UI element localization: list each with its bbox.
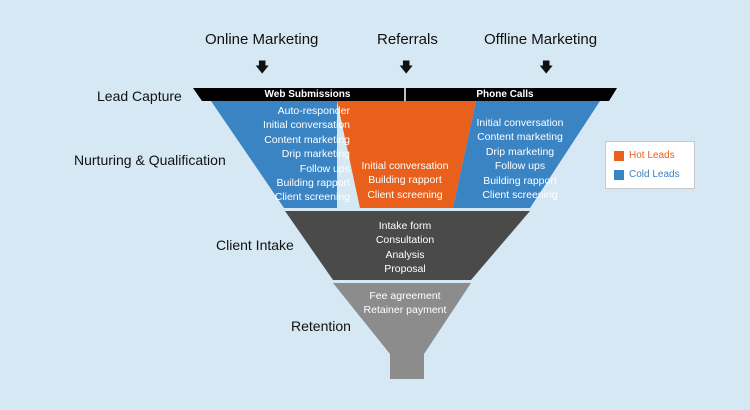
list-item: Drip marketing <box>281 148 350 161</box>
down-arrow-icon: 🡇 <box>399 59 414 75</box>
list-item: Building rapport <box>368 174 442 187</box>
source-offline-marketing: Offline Marketing <box>484 31 598 48</box>
retention-section <box>333 283 471 379</box>
legend-item-cold: Cold Leads <box>614 169 680 180</box>
legend-swatch-cold <box>614 169 624 180</box>
source-referrals: Referrals <box>377 31 438 48</box>
list-item: Initial conversation <box>361 160 449 172</box>
list-item: Intake form <box>378 220 432 232</box>
client-intake-section <box>285 211 530 280</box>
stage-nurturing-qualification: Nurturing & Qualification <box>74 152 226 168</box>
capture-web-submissions: Web Submissions <box>264 89 351 100</box>
legend-label-cold: Cold Leads <box>629 169 680 180</box>
list-item: Drip marketing <box>485 145 555 158</box>
list-item: Follow ups <box>299 162 350 175</box>
list-item: Auto-responder <box>277 105 350 117</box>
list-item: Follow ups <box>494 160 546 173</box>
legend-label-hot: Hot Leads <box>629 150 675 161</box>
list-item: Building rapport <box>483 174 557 187</box>
list-item: Client screening <box>274 191 350 204</box>
list-item: Initial conversation <box>476 117 564 129</box>
list-item: Initial conversation <box>263 119 350 132</box>
legend-swatch-hot <box>614 150 624 161</box>
list-item: Fee agreement <box>369 290 441 302</box>
list-item: Consultation <box>375 234 435 247</box>
list-item: Content marketing <box>264 133 350 146</box>
list-item: Building rapport <box>276 177 350 190</box>
list-item: Client screening <box>367 188 443 201</box>
list-item: Retainer payment <box>363 304 447 317</box>
stage-client-intake: Client Intake <box>216 237 294 253</box>
stage-lead-capture: Lead Capture <box>97 88 182 104</box>
down-arrow-icon: 🡇 <box>255 59 270 75</box>
hot-leads-section <box>337 101 476 208</box>
cold-leads-right-section <box>453 101 600 208</box>
stage-retention: Retention <box>291 318 351 334</box>
list-item: Client screening <box>482 189 558 202</box>
list-item: Analysis <box>385 248 425 261</box>
capture-phone-calls: Phone Calls <box>476 89 534 100</box>
list-item: Content marketing <box>477 131 563 144</box>
source-online-marketing: Online Marketing <box>205 31 319 48</box>
down-arrow-icon: 🡇 <box>539 59 554 75</box>
legend: Hot Leads Cold Leads <box>605 141 695 189</box>
cold-leads-left-section <box>211 101 337 208</box>
legend-item-hot: Hot Leads <box>614 150 675 161</box>
list-item: Proposal <box>384 263 426 276</box>
